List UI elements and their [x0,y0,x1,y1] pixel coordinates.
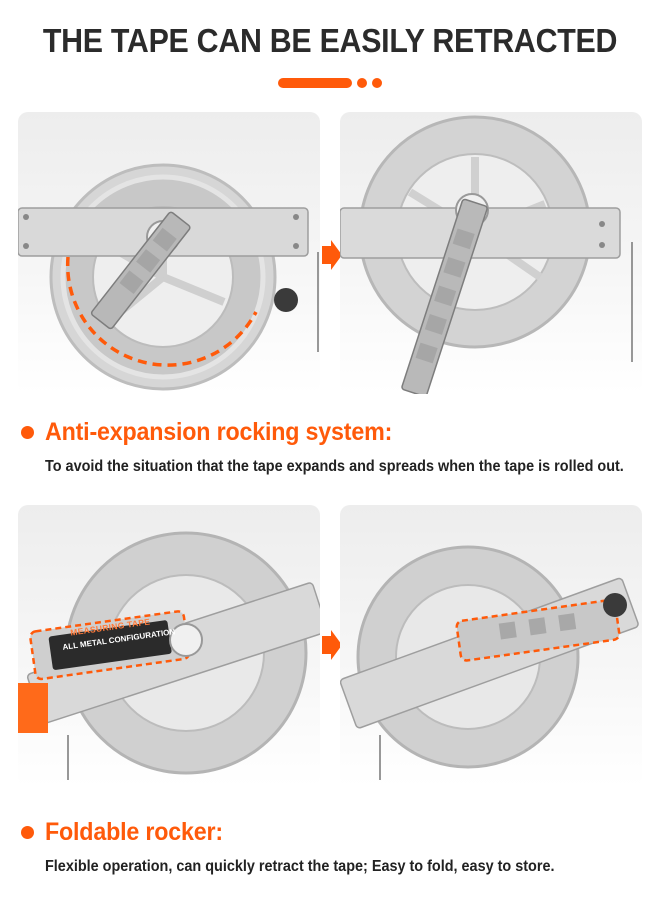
title-underline-dot [357,78,367,88]
feature-desc-anti-expansion: To avoid the situation that the tape exp… [45,458,624,475]
feature-title-foldable-rocker: Foldable rocker: [45,818,223,846]
title-underline-bar [278,78,352,88]
reel-photo-before-retract [18,112,320,394]
title-underline-dot [372,78,382,88]
feature-desc-foldable-rocker: Flexible operation, can quickly retract … [45,858,555,875]
arrow-right-icon [322,240,342,270]
reel-photo-folded-rocker [340,505,642,787]
reel-photo-label-plate: MEASURING TAPE ALL METAL CONFIGURATION [18,505,320,787]
arrow-right-icon [322,630,342,660]
page-title: THE TAPE CAN BE EASILY RETRACTED [42,22,618,59]
feature-title-anti-expansion: Anti-expansion rocking system: [45,418,393,446]
feature-bullet-dot [21,426,34,439]
reel-photo-after-retract [340,112,642,394]
feature-bullet-dot [21,826,34,839]
